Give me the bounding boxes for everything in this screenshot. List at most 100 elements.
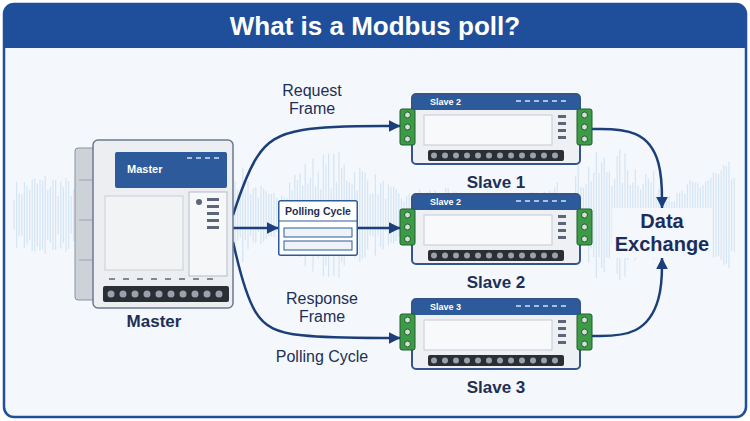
wave-bar <box>367 180 368 249</box>
wave-bar <box>383 181 384 250</box>
device-body <box>93 140 233 308</box>
screw <box>442 153 448 159</box>
device-label: Slave 3 <box>430 302 461 313</box>
screw <box>216 291 223 298</box>
frame <box>4 4 746 417</box>
panel-border <box>279 201 358 256</box>
wave-bar <box>32 179 33 251</box>
wave-bar <box>47 191 48 240</box>
band-mark <box>534 200 539 202</box>
terminal-block <box>577 314 592 350</box>
front-panel <box>424 215 552 245</box>
device-band <box>413 195 579 210</box>
label-mark <box>193 278 199 280</box>
status-led <box>207 219 219 222</box>
terminal-screw <box>582 236 588 242</box>
device-body <box>412 194 580 264</box>
data-exchange-label: Data Exchange <box>612 208 712 258</box>
wave-bar <box>242 168 243 263</box>
terminal-screw <box>405 136 411 142</box>
screw <box>530 253 536 259</box>
connector-arrow <box>592 129 662 208</box>
screw-row <box>428 250 564 261</box>
band-mark <box>543 305 548 307</box>
screw <box>519 358 525 364</box>
wave-bar <box>271 194 272 237</box>
status-led <box>558 115 566 118</box>
screw <box>497 253 503 259</box>
device-caption: Master <box>123 312 186 332</box>
screw <box>464 253 470 259</box>
wave-bar <box>255 187 256 243</box>
screw <box>464 153 470 159</box>
screw <box>204 291 211 298</box>
terminal-screw <box>582 112 588 118</box>
side-module <box>189 192 227 276</box>
band-mark <box>196 157 201 159</box>
wave-bar <box>390 187 391 243</box>
status-led <box>558 222 566 225</box>
wave-bar <box>42 181 43 250</box>
sound-wave <box>14 150 734 280</box>
status-led <box>558 229 566 232</box>
wave-bar <box>377 194 378 235</box>
slave-device: Slave 2Slave 2 <box>400 193 592 295</box>
status-led <box>558 136 566 139</box>
terminal-screw <box>405 317 411 323</box>
wave-bar <box>718 174 719 256</box>
label-mark <box>165 278 171 280</box>
wave-bar <box>731 179 732 251</box>
wave-bar <box>263 189 264 242</box>
screw <box>508 253 514 259</box>
terminal-screw <box>405 112 411 118</box>
clip-groove <box>79 260 93 261</box>
terminal-screw <box>405 224 411 230</box>
wave-bar <box>715 173 716 256</box>
screw <box>530 153 536 159</box>
label-mark <box>123 278 129 280</box>
band-mark <box>214 157 219 159</box>
wave-bar <box>372 193 373 237</box>
status-led <box>558 341 566 344</box>
screw <box>168 291 175 298</box>
terminal-screw <box>582 224 588 230</box>
band-mark <box>516 200 521 202</box>
node-label: Data Exchange <box>612 208 712 258</box>
wave-bar <box>598 173 599 257</box>
connector-arrow <box>233 227 278 230</box>
screw <box>475 358 481 364</box>
wave-bar <box>247 181 248 249</box>
wave-bar <box>58 196 59 234</box>
screw <box>431 253 437 259</box>
wave-bar <box>728 162 729 269</box>
wave-bar <box>593 173 594 257</box>
screw-row <box>428 355 564 366</box>
terminal-block <box>577 209 592 245</box>
wave-bar <box>63 187 64 243</box>
wave-bar <box>71 196 72 233</box>
band-mark <box>552 200 557 202</box>
screw <box>519 153 525 159</box>
wave-bar <box>253 188 254 242</box>
band-mark <box>552 305 557 307</box>
panel-heading: Polling Cycle <box>285 205 351 218</box>
terminal-screw <box>405 212 411 218</box>
device-body <box>412 299 580 369</box>
terminal-screw <box>582 329 588 335</box>
connector-arrow <box>592 258 662 336</box>
screw <box>144 291 151 298</box>
device-label: Master <box>127 163 162 176</box>
slave-device: Slave 2Slave 1 <box>400 93 592 195</box>
terminal-screw <box>405 124 411 130</box>
status-led <box>558 320 566 323</box>
wave-bar <box>370 194 371 235</box>
clip-groove <box>79 180 93 181</box>
wave-bar <box>34 179 35 252</box>
wave-bar <box>234 181 235 249</box>
screw <box>453 153 459 159</box>
wave-bar <box>26 186 27 245</box>
wave-bar <box>19 193 20 236</box>
screw <box>192 291 199 298</box>
screw <box>552 358 558 364</box>
wave-bar <box>734 178 735 252</box>
